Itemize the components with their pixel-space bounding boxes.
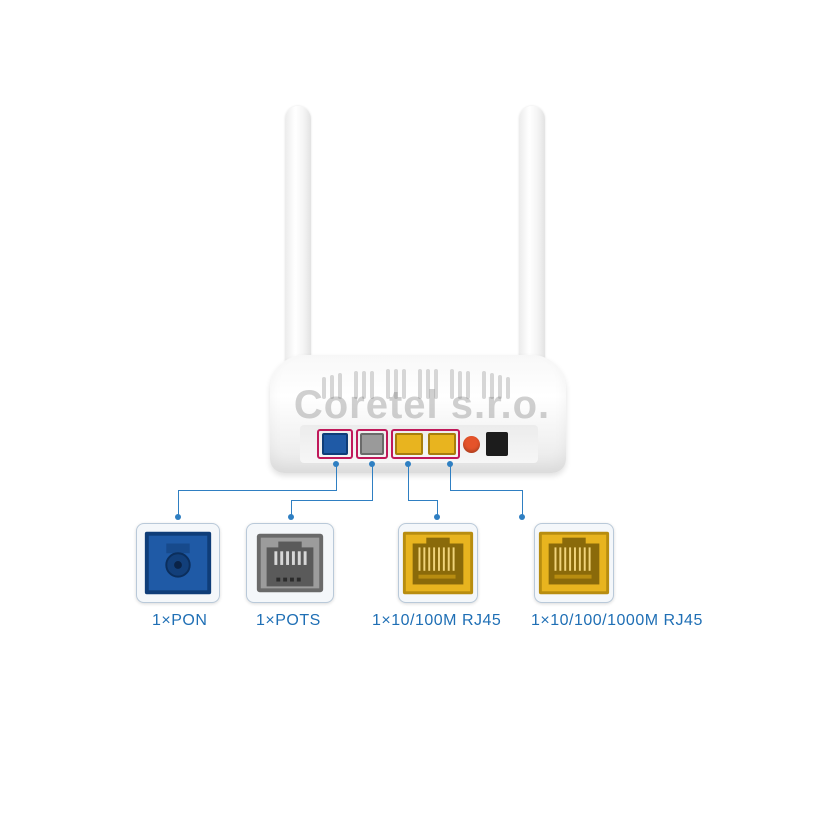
ge-line-drop	[522, 490, 523, 517]
fe-line-horizontal	[408, 500, 438, 501]
fe-line-drop	[437, 500, 438, 517]
lan-port-1	[395, 433, 423, 455]
pots-line-horizontal	[291, 500, 373, 501]
pots-line-drop	[291, 500, 292, 517]
lan-port-2	[428, 433, 456, 455]
left-antenna	[285, 106, 311, 366]
pon-port-highlight	[317, 429, 353, 459]
ge-line-dot-bottom	[519, 514, 525, 520]
pon-line-dot-bottom	[175, 514, 181, 520]
pon-line-drop	[178, 490, 179, 517]
reset-button	[463, 436, 480, 453]
ge-port-card	[534, 523, 614, 603]
pots-port-icon	[256, 533, 324, 593]
fe-port-card	[398, 523, 478, 603]
ge-line-vertical	[450, 464, 451, 491]
pon-port-label: 1×PON	[152, 612, 208, 629]
pots-line-vertical	[372, 464, 373, 501]
ge-rj45-port-icon	[538, 531, 610, 595]
fe-rj45-port-icon	[402, 531, 474, 595]
pots-port-highlight	[356, 429, 388, 459]
router-vents	[322, 369, 510, 399]
pon-port-icon	[144, 531, 212, 595]
pots-line-dot-bottom	[288, 514, 294, 520]
pon-line-horizontal	[178, 490, 337, 491]
fe-line-vertical	[408, 464, 409, 501]
ge-line-horizontal	[450, 490, 523, 491]
pots-port-label: 1×POTS	[256, 612, 321, 629]
pots-port	[360, 433, 384, 455]
lan-ports-highlight	[391, 429, 460, 459]
ge-port-label: 1×10/100/1000M RJ45	[531, 612, 703, 629]
pon-line-vertical	[336, 464, 337, 491]
pots-port-card	[246, 523, 334, 603]
power-jack	[486, 432, 508, 456]
right-antenna	[519, 106, 545, 366]
fe-line-dot-bottom	[434, 514, 440, 520]
pon-port	[322, 433, 348, 455]
pon-port-card	[136, 523, 220, 603]
fe-port-label: 1×10/100M RJ45	[372, 612, 502, 629]
watermark-text: Coretel s.r.o.	[293, 383, 551, 427]
